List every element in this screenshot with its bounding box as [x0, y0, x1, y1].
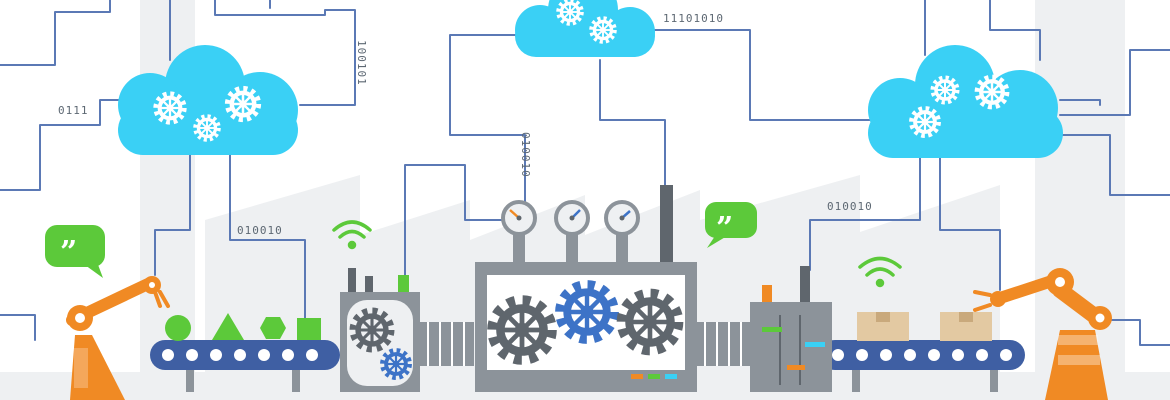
cloud-icon: [515, 0, 655, 57]
wifi-icon: [332, 220, 372, 250]
cloud-icon: [868, 45, 1063, 158]
binary-label: 0111: [58, 104, 89, 117]
binary-label: 010010: [827, 200, 873, 213]
right-machine: [750, 266, 832, 392]
pressure-gauge-icon: [604, 200, 640, 236]
binary-label: 11101010: [663, 12, 724, 25]
pressure-gauge-icon: [554, 200, 590, 236]
quote-mark: ”: [716, 211, 733, 246]
left-machine: [340, 268, 420, 392]
connector-ribs: [418, 322, 751, 366]
cardboard-box-icon: [940, 312, 992, 341]
robot-arm-icon: [973, 268, 1112, 400]
speech-bubble-icon: ”: [45, 225, 105, 278]
binary-label: 010010: [519, 132, 532, 178]
speech-bubble-icon: ”: [705, 202, 757, 248]
wifi-icon: [858, 256, 902, 288]
robot-arm-icon: [66, 276, 170, 400]
central-machine: [475, 185, 697, 392]
conveyor-belt: [150, 340, 1025, 392]
network-wires: [0, 0, 1170, 346]
cardboard-box-icon: [857, 312, 909, 341]
quote-mark: ”: [60, 235, 77, 270]
product-shapes: [165, 313, 321, 341]
binary-label: 010010: [237, 224, 283, 237]
pressure-gauge-icon: [501, 200, 537, 236]
binary-label: 100101: [355, 40, 368, 86]
